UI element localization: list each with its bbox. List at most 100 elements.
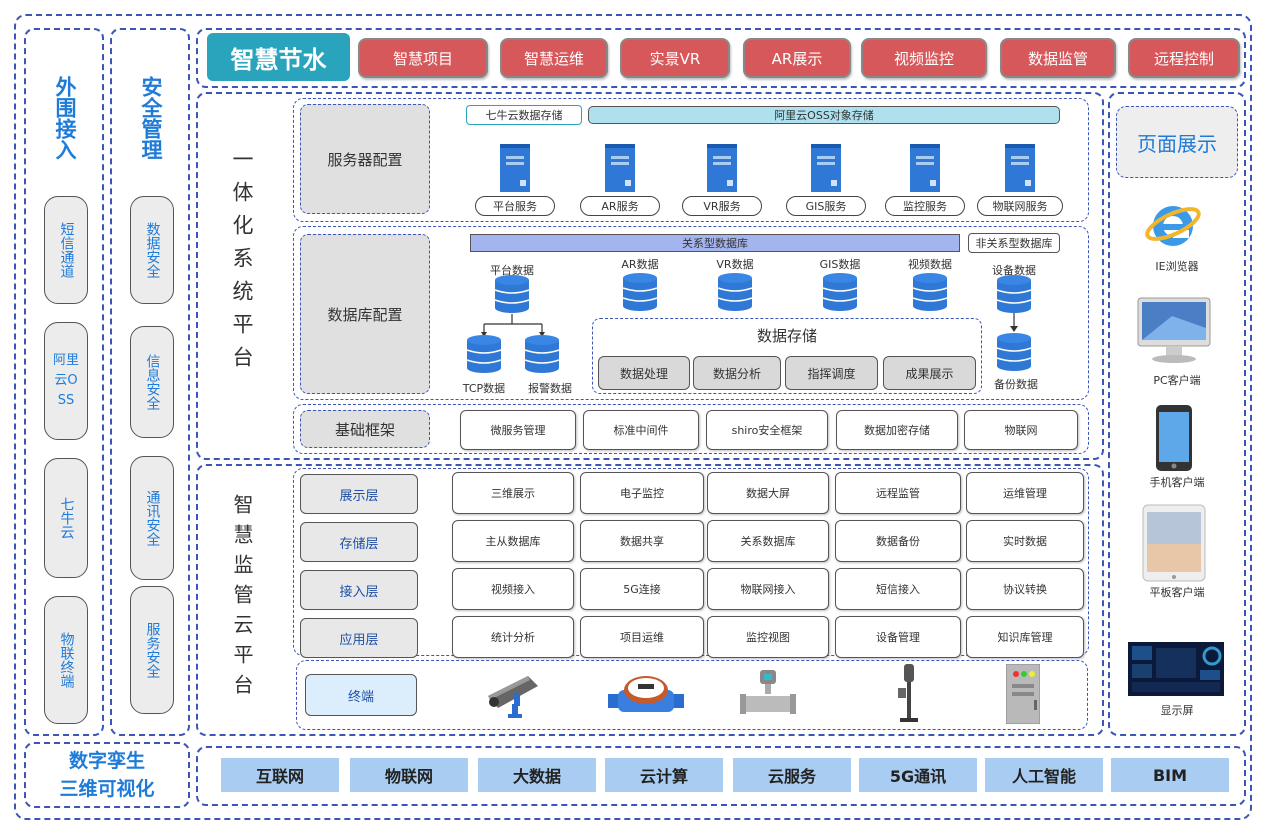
layer-item[interactable]: 项目运维	[580, 616, 704, 658]
security-item-comm: 通讯安全	[130, 456, 174, 580]
framework-item-encryption: 数据加密存储	[836, 410, 958, 450]
display-title: 页面展示	[1137, 131, 1217, 156]
server-icon	[500, 144, 530, 192]
integrated-platform-panel	[196, 92, 1104, 460]
server-label: VR服务	[682, 196, 762, 216]
cloud-platform-panel	[196, 464, 1104, 736]
security-item-service: 服务安全	[130, 586, 174, 714]
header-btn-vr[interactable]: 实景VR	[620, 38, 730, 78]
header-title: 智慧节水	[207, 33, 350, 81]
server-config-label: 服务器配置	[300, 104, 430, 214]
server-icon	[1005, 144, 1035, 192]
layer-label[interactable]: 接入层	[300, 570, 418, 610]
server-icon	[605, 144, 635, 192]
header-btn-ar[interactable]: AR展示	[743, 38, 851, 78]
security-item-info: 信息安全	[130, 326, 174, 438]
display-screen-icon	[1128, 642, 1224, 696]
framework-panel	[293, 404, 1089, 454]
database-icon	[717, 273, 753, 311]
layer-item[interactable]: 短信接入	[835, 568, 961, 610]
server-icon	[811, 144, 841, 192]
header-btn-smart-ops[interactable]: 智慧运维	[500, 38, 608, 78]
cloud-platform-title: 智慧监管云平台	[230, 494, 254, 704]
database-icon	[494, 275, 530, 313]
db-config-label: 数据库配置	[300, 234, 430, 394]
db-label: 设备数据	[992, 264, 1036, 277]
pump-icon	[898, 664, 918, 722]
layer-item[interactable]: 物联网接入	[707, 568, 829, 610]
layer-label[interactable]: 应用层	[300, 618, 418, 658]
server-label: 物联网服务	[977, 196, 1063, 216]
header-btn-smart-project[interactable]: 智慧项目	[358, 38, 488, 78]
backup-arrow	[1010, 313, 1018, 332]
control-cabinet-icon	[1006, 664, 1040, 724]
access-item-iot-terminal: 物联终端	[44, 596, 88, 724]
tcp-data-label: TCP数据	[462, 382, 506, 395]
tablet-client-icon	[1142, 504, 1206, 582]
storage-btn-results[interactable]: 成果展示	[883, 356, 976, 390]
header-row	[196, 28, 1246, 88]
ie-browser-icon	[1145, 206, 1201, 246]
layer-item[interactable]: 设备管理	[835, 616, 961, 658]
layer-item[interactable]: 监控视图	[707, 616, 829, 658]
header-btn-video[interactable]: 视频监控	[861, 38, 987, 78]
layer-item[interactable]: 统计分析	[452, 616, 574, 658]
layer-item[interactable]: 远程监管	[835, 472, 961, 514]
layer-item[interactable]: 电子监控	[580, 472, 704, 514]
security-panel: 安全管理 数据安全 信息安全 通讯安全 服务安全	[110, 28, 190, 736]
server-label: 监控服务	[885, 196, 965, 216]
layer-item[interactable]: 5G连接	[580, 568, 704, 610]
header-btn-data[interactable]: 数据监管	[1000, 38, 1116, 78]
layer-item[interactable]: 三维展示	[452, 472, 574, 514]
access-item-sms: 短信通道	[44, 196, 88, 304]
framework-item-middleware: 标准中间件	[583, 410, 699, 450]
layer-item[interactable]: 实时数据	[966, 520, 1084, 562]
tech-item: 人工智能	[985, 758, 1103, 792]
storage-btn-process[interactable]: 数据处理	[598, 356, 690, 390]
relational-db-bar: 关系型数据库	[470, 234, 960, 252]
tech-item: 大数据	[478, 758, 596, 792]
framework-label: 基础框架	[300, 410, 430, 448]
tech-item: 互联网	[221, 758, 339, 792]
client-label-ie: IE浏览器	[1155, 260, 1199, 273]
tech-item: 5G通讯	[859, 758, 977, 792]
digital-twin-panel	[24, 742, 190, 808]
framework-item-iot: 物联网	[964, 410, 1078, 450]
database-icon	[996, 333, 1032, 371]
layer-item[interactable]: 协议转换	[966, 568, 1084, 610]
server-label: 平台服务	[475, 196, 555, 216]
security-item-data: 数据安全	[130, 196, 174, 304]
db-label: 视频数据	[908, 258, 952, 271]
layer-item[interactable]: 数据大屏	[707, 472, 829, 514]
client-label-tablet: 平板客户端	[1149, 586, 1205, 599]
layer-item[interactable]: 关系数据库	[707, 520, 829, 562]
digital-twin-line2: 三维可视化	[59, 778, 155, 800]
client-label-pc: PC客户端	[1153, 374, 1201, 387]
server-label: AR服务	[580, 196, 660, 216]
mobile-client-icon	[1156, 405, 1192, 471]
layer-label[interactable]: 存储层	[300, 522, 418, 562]
layer-item[interactable]: 主从数据库	[452, 520, 574, 562]
layer-label[interactable]: 展示层	[300, 474, 418, 514]
layer-item[interactable]: 运维管理	[966, 472, 1084, 514]
digital-twin-line1: 数字孪生	[68, 750, 145, 772]
layer-item[interactable]: 数据备份	[835, 520, 961, 562]
header-btn-remote[interactable]: 远程控制	[1128, 38, 1240, 78]
layer-item[interactable]: 视频接入	[452, 568, 574, 610]
server-icon	[707, 144, 737, 192]
tech-item: 物联网	[350, 758, 468, 792]
framework-item-shiro: shiro安全框架	[706, 410, 828, 450]
storage-btn-analysis[interactable]: 数据分析	[693, 356, 781, 390]
tech-item: BIM	[1111, 758, 1229, 792]
database-icon	[622, 273, 658, 311]
qiniu-storage-label: 七牛云数据存储	[466, 105, 582, 125]
layer-item[interactable]: 知识库管理	[966, 616, 1084, 658]
storage-btn-dispatch[interactable]: 指挥调度	[785, 356, 878, 390]
layer-item[interactable]: 数据共享	[580, 520, 704, 562]
db-tree-connector	[481, 314, 545, 337]
data-storage-title: 数据存储	[756, 327, 817, 345]
display-panel	[1108, 92, 1246, 736]
framework-item-microservice: 微服务管理	[460, 410, 576, 450]
pc-client-icon	[1137, 297, 1211, 363]
tech-item: 云服务	[733, 758, 851, 792]
